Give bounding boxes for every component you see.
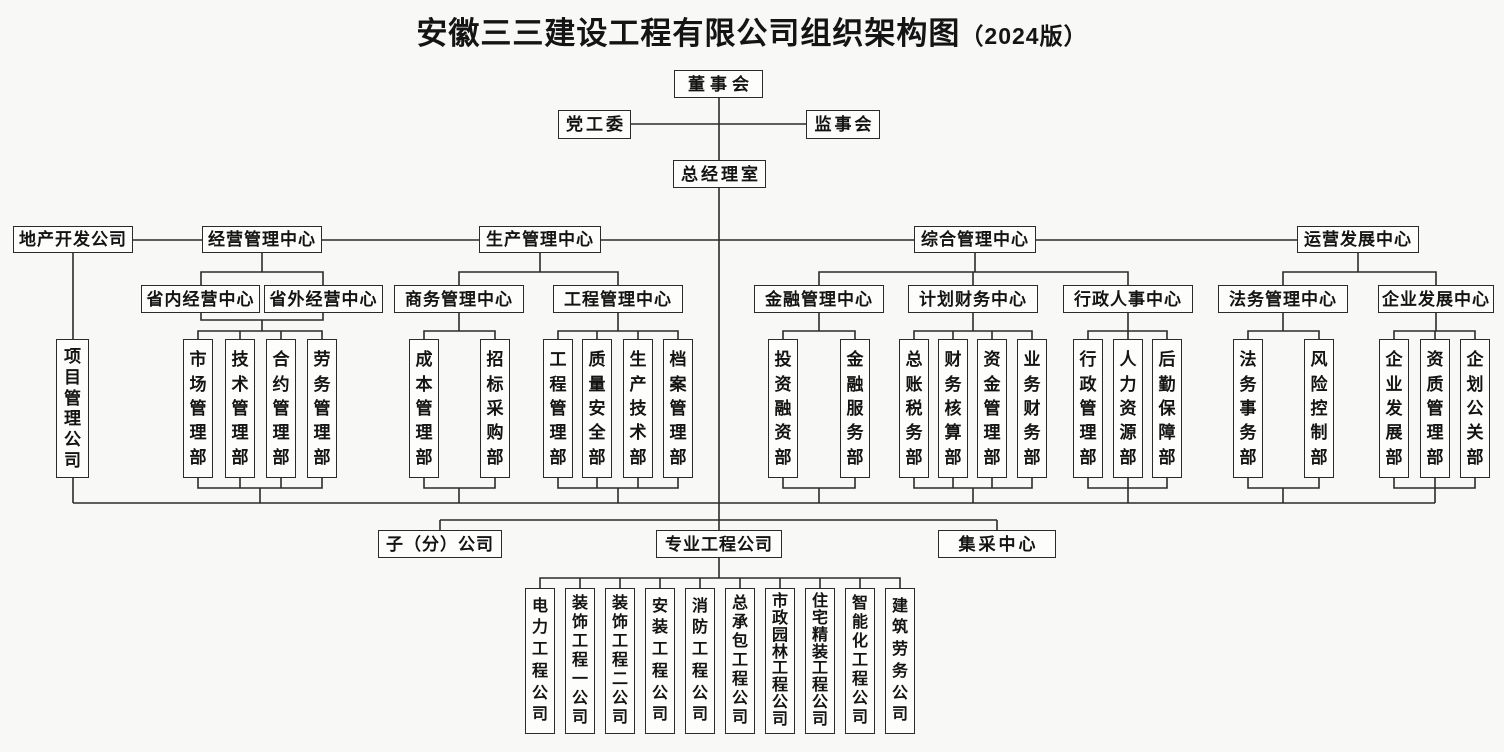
dept-ledger-tax: 总账税务部 xyxy=(899,339,929,478)
dept-enterprise-development: 企业发展部 xyxy=(1379,339,1409,478)
merge-commerce-depts xyxy=(423,478,496,503)
company-municipal-landscape: 市政园林工程公司 xyxy=(765,588,795,734)
elbow-general-subcenters xyxy=(818,253,1129,285)
box-party-committee: 党工委 xyxy=(558,110,631,139)
elbow-finance-depts xyxy=(782,313,856,339)
box-commerce-mgmt-center: 商务管理中心 xyxy=(394,285,524,313)
dept-cost-mgmt: 成本管理部 xyxy=(409,339,439,478)
box-operation-mgmt-center: 经营管理中心 xyxy=(202,226,322,253)
merge-engineering-depts xyxy=(557,478,679,503)
company-intelligent-engineering: 智能化工程公司 xyxy=(845,588,875,734)
dept-capital-mgmt: 资金管理部 xyxy=(977,339,1007,478)
dept-bidding-procurement: 招标采购部 xyxy=(480,339,510,478)
dept-business-finance: 业务财务部 xyxy=(1017,339,1047,478)
dept-qualification-mgmt: 资质管理部 xyxy=(1420,339,1450,478)
elbow-engineering-depts xyxy=(557,313,679,339)
company-electric-power: 电力工程公司 xyxy=(525,588,555,734)
box-engineering-mgmt-center: 工程管理中心 xyxy=(553,285,683,313)
elbow-enterprise-depts xyxy=(1393,313,1476,339)
dept-planning-pr: 企划公关部 xyxy=(1460,339,1490,478)
dept-financial-accounting: 财务核算部 xyxy=(938,339,968,478)
box-sub-companies: 子（分）公司 xyxy=(378,530,502,558)
elbow-professional-companies xyxy=(539,558,901,588)
company-fire-protection: 消防工程公司 xyxy=(685,588,715,734)
merge-legal-depts xyxy=(1247,478,1320,503)
box-realestate-company: 地产开发公司 xyxy=(13,226,133,253)
box-in-province-center: 省内经营中心 xyxy=(141,285,260,313)
company-construction-labor: 建筑劳务公司 xyxy=(885,588,915,734)
box-planning-finance-center: 计划财务中心 xyxy=(908,285,1038,313)
elbow-planning-depts xyxy=(913,313,1033,339)
dept-logistics-support: 后勤保障部 xyxy=(1152,339,1182,478)
dept-human-resources: 人力资源部 xyxy=(1113,339,1143,478)
elbow-adminhr-depts xyxy=(1087,313,1168,339)
box-gm-office: 总经理室 xyxy=(673,160,766,188)
merge-adminhr-depts xyxy=(1087,478,1168,503)
line-bottom-row xyxy=(439,519,998,530)
box-supervisory-board: 监事会 xyxy=(806,110,880,139)
dept-project-mgmt-company: 项目管理公司 xyxy=(56,339,89,478)
dept-engineering-mgmt: 工程管理部 xyxy=(543,339,573,478)
box-general-mgmt-center: 综合管理中心 xyxy=(914,226,1036,253)
elbow-legal-depts xyxy=(1247,313,1320,339)
elbow-commerce-depts xyxy=(423,313,496,339)
company-decoration-no2: 装饰工程二公司 xyxy=(605,588,635,734)
box-procurement-center: 集采中心 xyxy=(938,530,1056,558)
dept-labor-mgmt: 劳务管理部 xyxy=(307,339,337,478)
dept-market-mgmt: 市场管理部 xyxy=(183,339,213,478)
elbow-province-depts xyxy=(197,313,324,339)
dept-administration-mgmt: 行政管理部 xyxy=(1073,339,1103,478)
dept-technology-mgmt: 技术管理部 xyxy=(225,339,255,478)
elbow-opdev-subcenters xyxy=(1282,253,1437,285)
box-legal-mgmt-center: 法务管理中心 xyxy=(1218,285,1348,313)
elbow-operation-subcenters xyxy=(200,253,324,285)
merge-planning-depts xyxy=(913,478,1033,503)
box-operation-dev-center: 运营发展中心 xyxy=(1297,226,1419,253)
merge-operation-depts xyxy=(197,478,323,503)
box-production-mgmt-center: 生产管理中心 xyxy=(479,226,601,253)
dept-production-technology: 生产技术部 xyxy=(623,339,653,478)
merge-enterprise-depts xyxy=(1393,478,1476,503)
box-finance-mgmt-center: 金融管理中心 xyxy=(754,285,884,313)
dept-contract-mgmt: 合约管理部 xyxy=(266,339,296,478)
dept-investment-financing: 投资融资部 xyxy=(768,339,798,478)
merge-finance-depts xyxy=(782,478,856,503)
company-decoration-no1: 装饰工程一公司 xyxy=(565,588,595,734)
company-residential-finishing: 住宅精装工程公司 xyxy=(805,588,835,734)
dept-archives-mgmt: 档案管理部 xyxy=(663,339,693,478)
dept-quality-safety: 质量安全部 xyxy=(582,339,612,478)
dept-financial-services: 金融服务部 xyxy=(840,339,870,478)
box-admin-hr-center: 行政人事中心 xyxy=(1063,285,1193,313)
dept-risk-control: 风险控制部 xyxy=(1304,339,1334,478)
box-enterprise-dev-center: 企业发展中心 xyxy=(1378,285,1494,313)
page-title: 安徽三三建设工程有限公司组织架构图（2024版） xyxy=(0,8,1504,53)
box-out-province-center: 省外经营中心 xyxy=(264,285,383,313)
dept-legal-affairs: 法务事务部 xyxy=(1233,339,1263,478)
elbow-production-subcenters xyxy=(458,253,619,285)
box-professional-companies: 专业工程公司 xyxy=(656,530,782,558)
company-general-contracting: 总承包工程公司 xyxy=(725,588,755,734)
company-installation: 安装工程公司 xyxy=(645,588,675,734)
page-title-main: 安徽三三建设工程有限公司组织架构图 xyxy=(416,16,961,51)
box-board-of-directors: 董事会 xyxy=(674,70,763,98)
page-title-edition: （2024版） xyxy=(960,23,1088,49)
